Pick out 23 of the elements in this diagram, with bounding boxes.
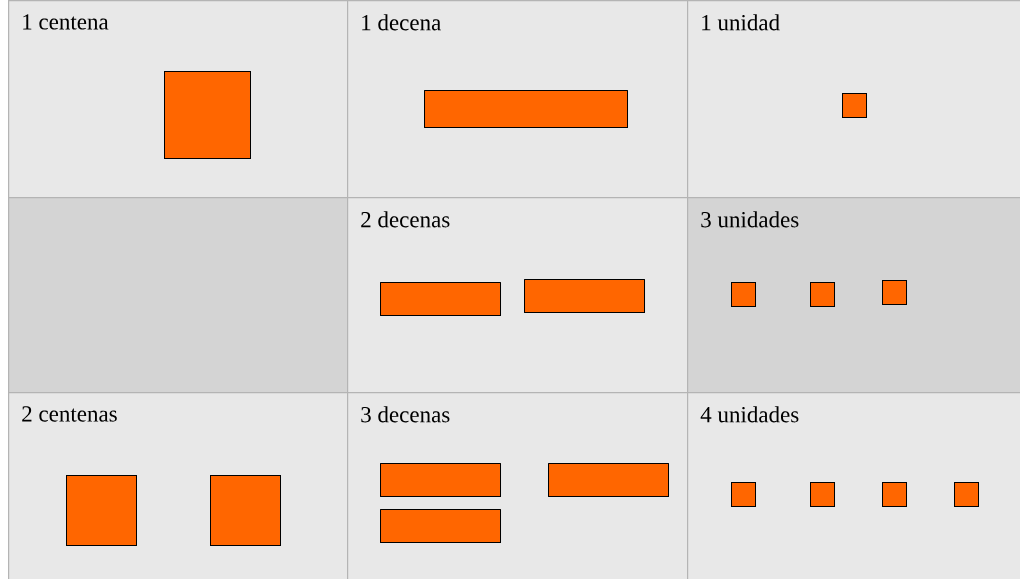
table-cell: 4 unidades [687, 392, 1020, 579]
rod-block [524, 279, 645, 313]
rod-block [380, 282, 501, 316]
square-block [810, 482, 835, 507]
square-block [842, 93, 867, 118]
square-block [210, 475, 281, 546]
square-block [731, 482, 756, 507]
node-label: 2 centenas [22, 406, 117, 422]
rod-block [380, 509, 501, 543]
square-block [882, 280, 907, 305]
square-block [954, 482, 979, 507]
square-block [164, 71, 251, 159]
table-cell: 3 unidades [687, 197, 1020, 394]
rod-block [424, 90, 628, 128]
rod-block [548, 463, 669, 497]
square-block [810, 282, 835, 307]
table-cell: 1 unidad [687, 0, 1020, 199]
square-block [731, 282, 756, 307]
square-block [66, 475, 137, 546]
square-block [882, 482, 907, 507]
node-label: 3 decenas [361, 406, 450, 423]
rod-block [380, 463, 501, 497]
table-cell [8, 197, 349, 394]
